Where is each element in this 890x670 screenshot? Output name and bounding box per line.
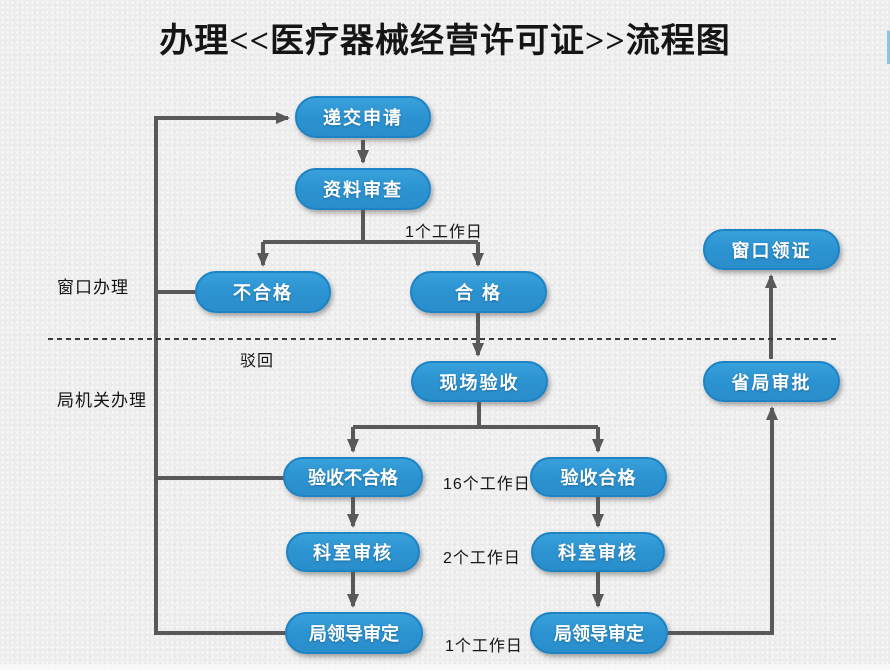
node-inspection-passed: 验收合格 [530,457,667,497]
edge-label-review-duration: 1个工作日 [405,224,483,241]
node-province-approval: 省局审批 [703,361,840,402]
page-title: 办理<<医疗器械经营许可证>>流程图 [159,23,731,60]
lane-label-bureau: 局机关办理 [57,391,147,410]
lane-label-window: 窗口办理 [57,278,129,297]
node-qualified: 合 格 [410,271,547,313]
edge-label-leader-duration: 1个工作日 [445,638,523,655]
node-unqualified: 不合格 [195,271,331,313]
node-inspection-failed: 验收不合格 [283,457,423,497]
node-leader-approval-left: 局领导审定 [285,612,423,654]
node-material-review: 资料审查 [295,168,431,210]
node-leader-approval-right: 局领导审定 [530,612,668,654]
edge-label-site-duration: 16个工作日 [443,476,531,493]
right-edge-accent [887,30,890,64]
node-department-review-right: 科室审核 [531,532,665,572]
edge-label-dept-duration: 2个工作日 [443,550,521,567]
node-site-inspection: 现场验收 [411,361,548,402]
bottom-edge-strip [0,664,890,670]
node-submit-application: 递交申请 [295,96,431,138]
edge-label-reject: 驳回 [240,353,275,370]
node-collect-certificate: 窗口领证 [703,229,840,270]
node-department-review-left: 科室审核 [286,532,420,572]
